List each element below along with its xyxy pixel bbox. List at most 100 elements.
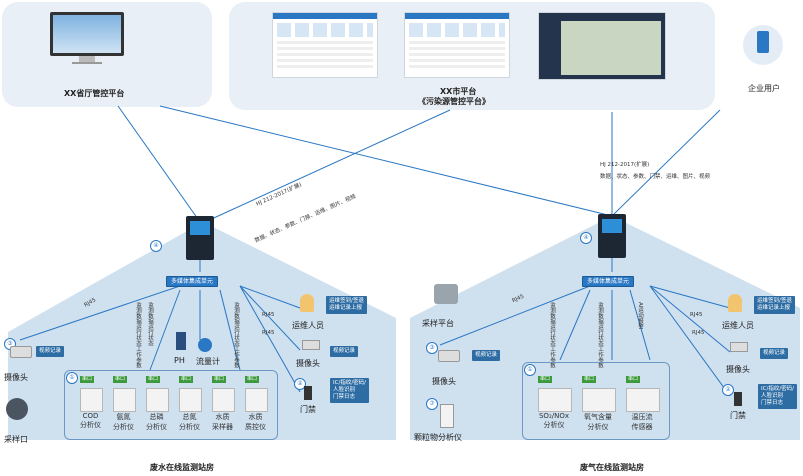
analyzer-box-right	[522, 362, 670, 440]
circle-4-left: ④	[150, 240, 162, 252]
circle-1-right: ①	[524, 364, 536, 376]
door-tag-left: IC/指纹/密码/ 人脸识别 门禁日志	[330, 378, 370, 403]
serial-tag: 串口	[113, 376, 128, 383]
data-link-right-3: AI运动报警	[637, 302, 643, 330]
analyzer-unit	[245, 388, 268, 412]
maint-label-left: 运维人员	[292, 321, 324, 330]
protocol-right-1: HJ 212-2017(扩展)	[600, 162, 650, 168]
camera-tag-right: 视频记录	[472, 350, 501, 361]
analyzer-unit	[113, 388, 136, 412]
door-label-right: 门禁	[730, 411, 746, 420]
dashboard-screenshot-1	[272, 12, 378, 78]
camera2-icon-left	[302, 340, 320, 350]
controller-cabinet-right	[598, 214, 626, 258]
analyzer-label: 氧气含量 分析仪	[584, 413, 612, 431]
serial-tag: 串口	[146, 376, 161, 383]
door-icon-left	[304, 386, 312, 400]
analyzer-unit	[146, 388, 169, 412]
circle-2-left: ②	[294, 378, 306, 390]
analyzer-unit	[582, 388, 616, 412]
hub-left: 多媒体集成单元	[166, 276, 219, 287]
ph-label: PH	[174, 356, 185, 365]
camera-label-right: 摄像头	[432, 377, 456, 386]
camera2-label-left: 摄像头	[296, 359, 320, 368]
analyzer-unit	[80, 388, 103, 412]
circle-3-right: ③	[426, 342, 438, 354]
data-link-left-2: 监测数据运行状态	[147, 302, 153, 346]
analyzer-label: SO₂/NOx 分析仪	[538, 412, 569, 429]
analyzer-unit	[212, 388, 235, 412]
analyzer-unit	[626, 388, 660, 412]
analyzer-label: 总磷 分析仪	[146, 413, 167, 431]
analyzer-label: 温压流 传感器	[631, 413, 653, 431]
left-station-title: 废水在线监测站房	[150, 463, 214, 472]
rj45-door-left: RJ45	[262, 330, 275, 336]
map-screenshot	[538, 12, 666, 80]
camera2-icon-right	[730, 342, 748, 352]
flowmeter-icon	[198, 338, 212, 352]
door-label-left: 门禁	[300, 405, 316, 414]
analyzer-unit	[179, 388, 202, 412]
province-platform-label: XX省厅管控平台	[64, 89, 125, 98]
analyzer-label: COD 分析仪	[80, 412, 101, 429]
serial-tag: 串口	[179, 376, 194, 383]
sampling-platform-label: 采样平台	[422, 319, 454, 328]
camera-icon	[10, 346, 32, 358]
analyzer-label: 总氮 分析仪	[179, 413, 200, 431]
phone-icon	[757, 31, 769, 53]
serial-tag: 串口	[538, 376, 553, 383]
data-link-left-3: 监测数据运行状态工作参数	[233, 302, 239, 368]
analyzer-box-left	[64, 370, 278, 440]
analyzer-label: 水质 采样器	[212, 413, 233, 431]
maint-tag-right: 运维签到/签退 运维记录上报	[754, 296, 795, 314]
circle-1-left: ①	[66, 372, 78, 384]
data-link-left-1: 监测数据运行状态工作参数	[135, 302, 141, 368]
serial-tag: 串口	[582, 376, 597, 383]
analyzer-label: 氨氮 分析仪	[113, 413, 134, 431]
serial-tag: 串口	[245, 376, 260, 383]
door-icon-right	[734, 392, 742, 406]
enterprise-user-label: 企业用户	[748, 84, 780, 93]
maint-tag-left: 运维签到/签退 运维记录上报	[326, 296, 367, 314]
analyzer-label: 水质 质控仪	[245, 413, 266, 431]
protocol-right-2: 数据、状态、参数、门禁、运维、图片、视频	[600, 174, 711, 180]
particle-label: 颗粒物分析仪	[414, 433, 462, 442]
camera2-tag-left: 视频记录	[330, 346, 359, 357]
left-analyzers: 串口 COD 分析仪 串口氨氮 分析仪 串口总磷 分析仪 串口总氮 分析仪 串口水质 采样…	[74, 376, 274, 436]
maint-person-icon-right	[728, 294, 742, 312]
camera2-label-right: 摄像头	[726, 365, 750, 374]
sampling-port-icon	[6, 398, 28, 420]
camera-label-left: 摄像头	[4, 373, 28, 382]
serial-tag: 串口	[626, 376, 641, 383]
right-station-title: 废气在线监测站房	[580, 463, 644, 472]
circle-4-right: ④	[580, 232, 592, 244]
hub-right: 多媒体集成单元	[582, 276, 635, 287]
flowmeter-label: 流量计	[196, 357, 220, 366]
camera-icon-right	[438, 350, 460, 362]
circle-7-right: ⑦	[426, 398, 438, 410]
data-link-right-2: 监测数据运行状态工作参数	[597, 302, 603, 368]
controller-cabinet-left	[186, 216, 214, 260]
sampling-port-label: 采样口	[4, 435, 28, 444]
ph-icon	[176, 332, 186, 350]
camera2-tag-right: 视频记录	[760, 348, 789, 359]
circle-2-right: ②	[722, 384, 734, 396]
city-platform-label-2: 《污染源管控平台》	[418, 97, 490, 106]
monitor-icon	[50, 12, 124, 64]
particle-icon	[440, 404, 454, 428]
data-link-right-1: 监测数据运行状态工作参数	[549, 302, 555, 368]
door-tag-right: IC/指纹/密码/ 人脸识别 门禁日志	[758, 384, 798, 409]
rj45-maint-right: RJ45	[690, 312, 703, 318]
serial-tag: 串口	[80, 376, 95, 383]
right-analyzers: 串口 SO₂/NOx 分析仪 串口氧气含量 分析仪 串口温压流 传感器	[532, 376, 664, 436]
analyzer-unit	[538, 388, 572, 412]
maint-label-right: 运维人员	[722, 321, 754, 330]
serial-tag: 串口	[212, 376, 227, 383]
city-platform-label-1: XX市平台	[440, 87, 477, 96]
rj45-door-right: RJ45	[692, 330, 705, 336]
maint-person-icon	[300, 294, 314, 312]
camera-tag-left: 视频记录	[36, 346, 65, 357]
dashboard-screenshot-2	[404, 12, 510, 78]
sampling-platform-icon	[434, 284, 458, 304]
rj45-maint-left: RJ45	[262, 312, 275, 318]
